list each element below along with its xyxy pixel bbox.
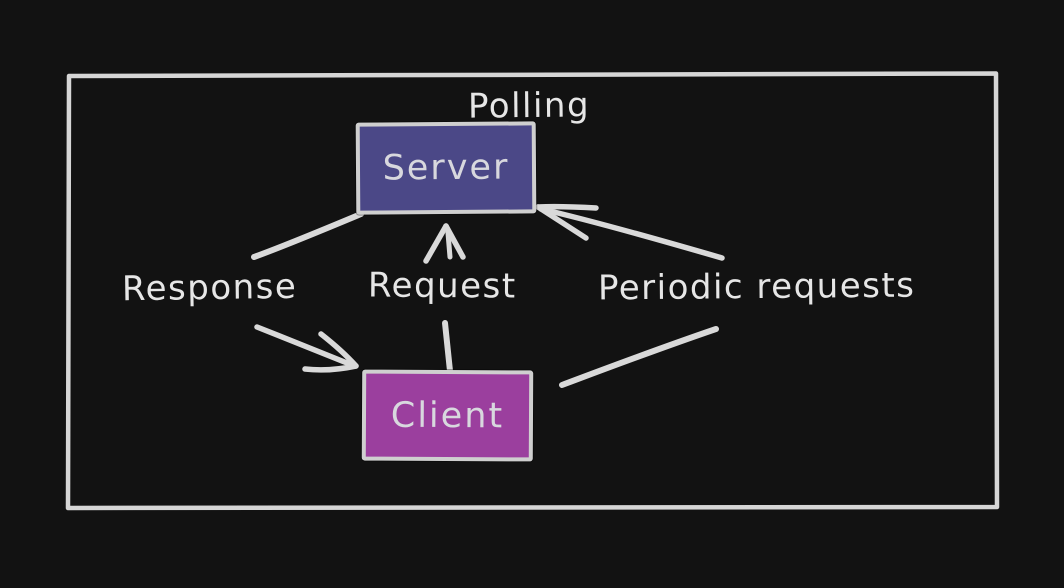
server-node-label: Server (382, 147, 510, 189)
edge-request-to-client-line (442, 320, 453, 374)
edge-label-request: Request (367, 265, 517, 307)
edge-periodic-to-server-arrow (535, 203, 725, 261)
client-node-label: Client (390, 395, 505, 436)
diagram-title: Polling (467, 85, 591, 127)
edge-client-to-periodic-line (559, 326, 719, 388)
client-node: Client (361, 369, 534, 462)
edge-label-periodic-requests: Periodic requests (597, 265, 916, 309)
edge-server-to-response-line (251, 211, 364, 260)
edge-request-to-server-arrow (423, 223, 466, 264)
arrowhead-at-server-bottom (445, 230, 453, 260)
server-node: Server (355, 121, 537, 215)
arrowhead-at-server-right (535, 203, 599, 211)
edge-label-response: Response (121, 266, 298, 310)
edge-response-to-client-arrow (254, 324, 359, 373)
diagram-frame (65, 71, 1000, 511)
